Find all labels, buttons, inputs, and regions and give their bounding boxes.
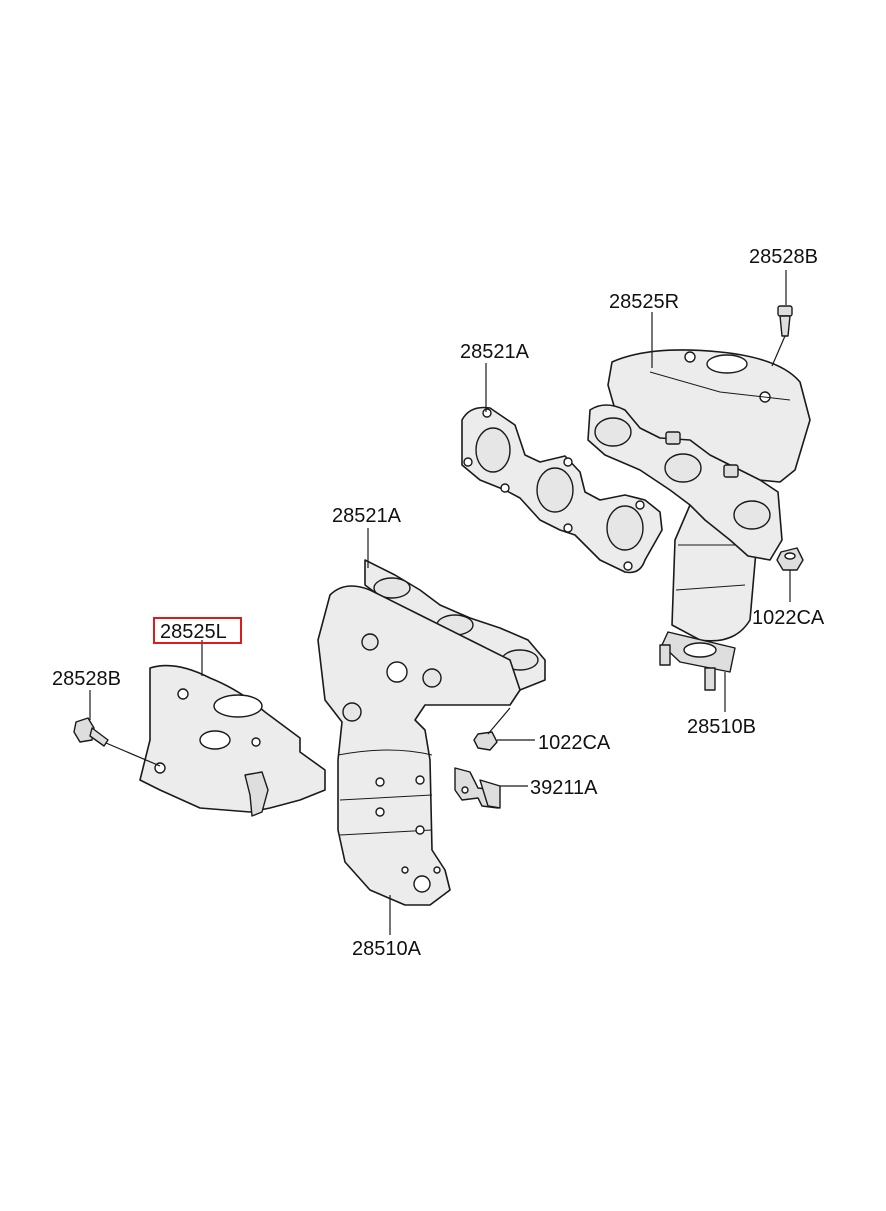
label-nut-right[interactable]: 1022CA bbox=[752, 607, 825, 629]
leader-lines bbox=[89, 270, 791, 935]
highlight-box bbox=[153, 617, 242, 644]
label-bracket[interactable]: 39211A bbox=[530, 777, 598, 799]
nut-left[interactable] bbox=[473, 707, 511, 751]
label-shield-right[interactable]: 28525R bbox=[609, 291, 679, 313]
label-converter-left[interactable]: 28510A bbox=[352, 938, 422, 960]
label-bolt-left[interactable]: 28528B bbox=[52, 668, 121, 690]
bolt-right[interactable] bbox=[771, 305, 793, 367]
nut-right[interactable] bbox=[776, 547, 804, 571]
label-converter-right[interactable]: 28510B bbox=[687, 716, 756, 738]
heat-shield-left[interactable] bbox=[139, 664, 326, 817]
manifold-gasket-right[interactable] bbox=[461, 406, 663, 574]
label-shield-left[interactable]: 28525L bbox=[160, 621, 227, 643]
label-gasket-left[interactable]: 28521A bbox=[332, 505, 402, 527]
exhaust-manifold-converter-left[interactable] bbox=[317, 585, 521, 906]
bracket[interactable] bbox=[454, 767, 501, 809]
label-gasket-right[interactable]: 28521A bbox=[460, 341, 530, 363]
bolt-left[interactable] bbox=[73, 717, 161, 767]
exhaust-manifold-right[interactable] bbox=[587, 404, 783, 561]
label-nut-left[interactable]: 1022CA bbox=[538, 732, 611, 754]
label-bolt-right[interactable]: 28528B bbox=[749, 246, 818, 268]
